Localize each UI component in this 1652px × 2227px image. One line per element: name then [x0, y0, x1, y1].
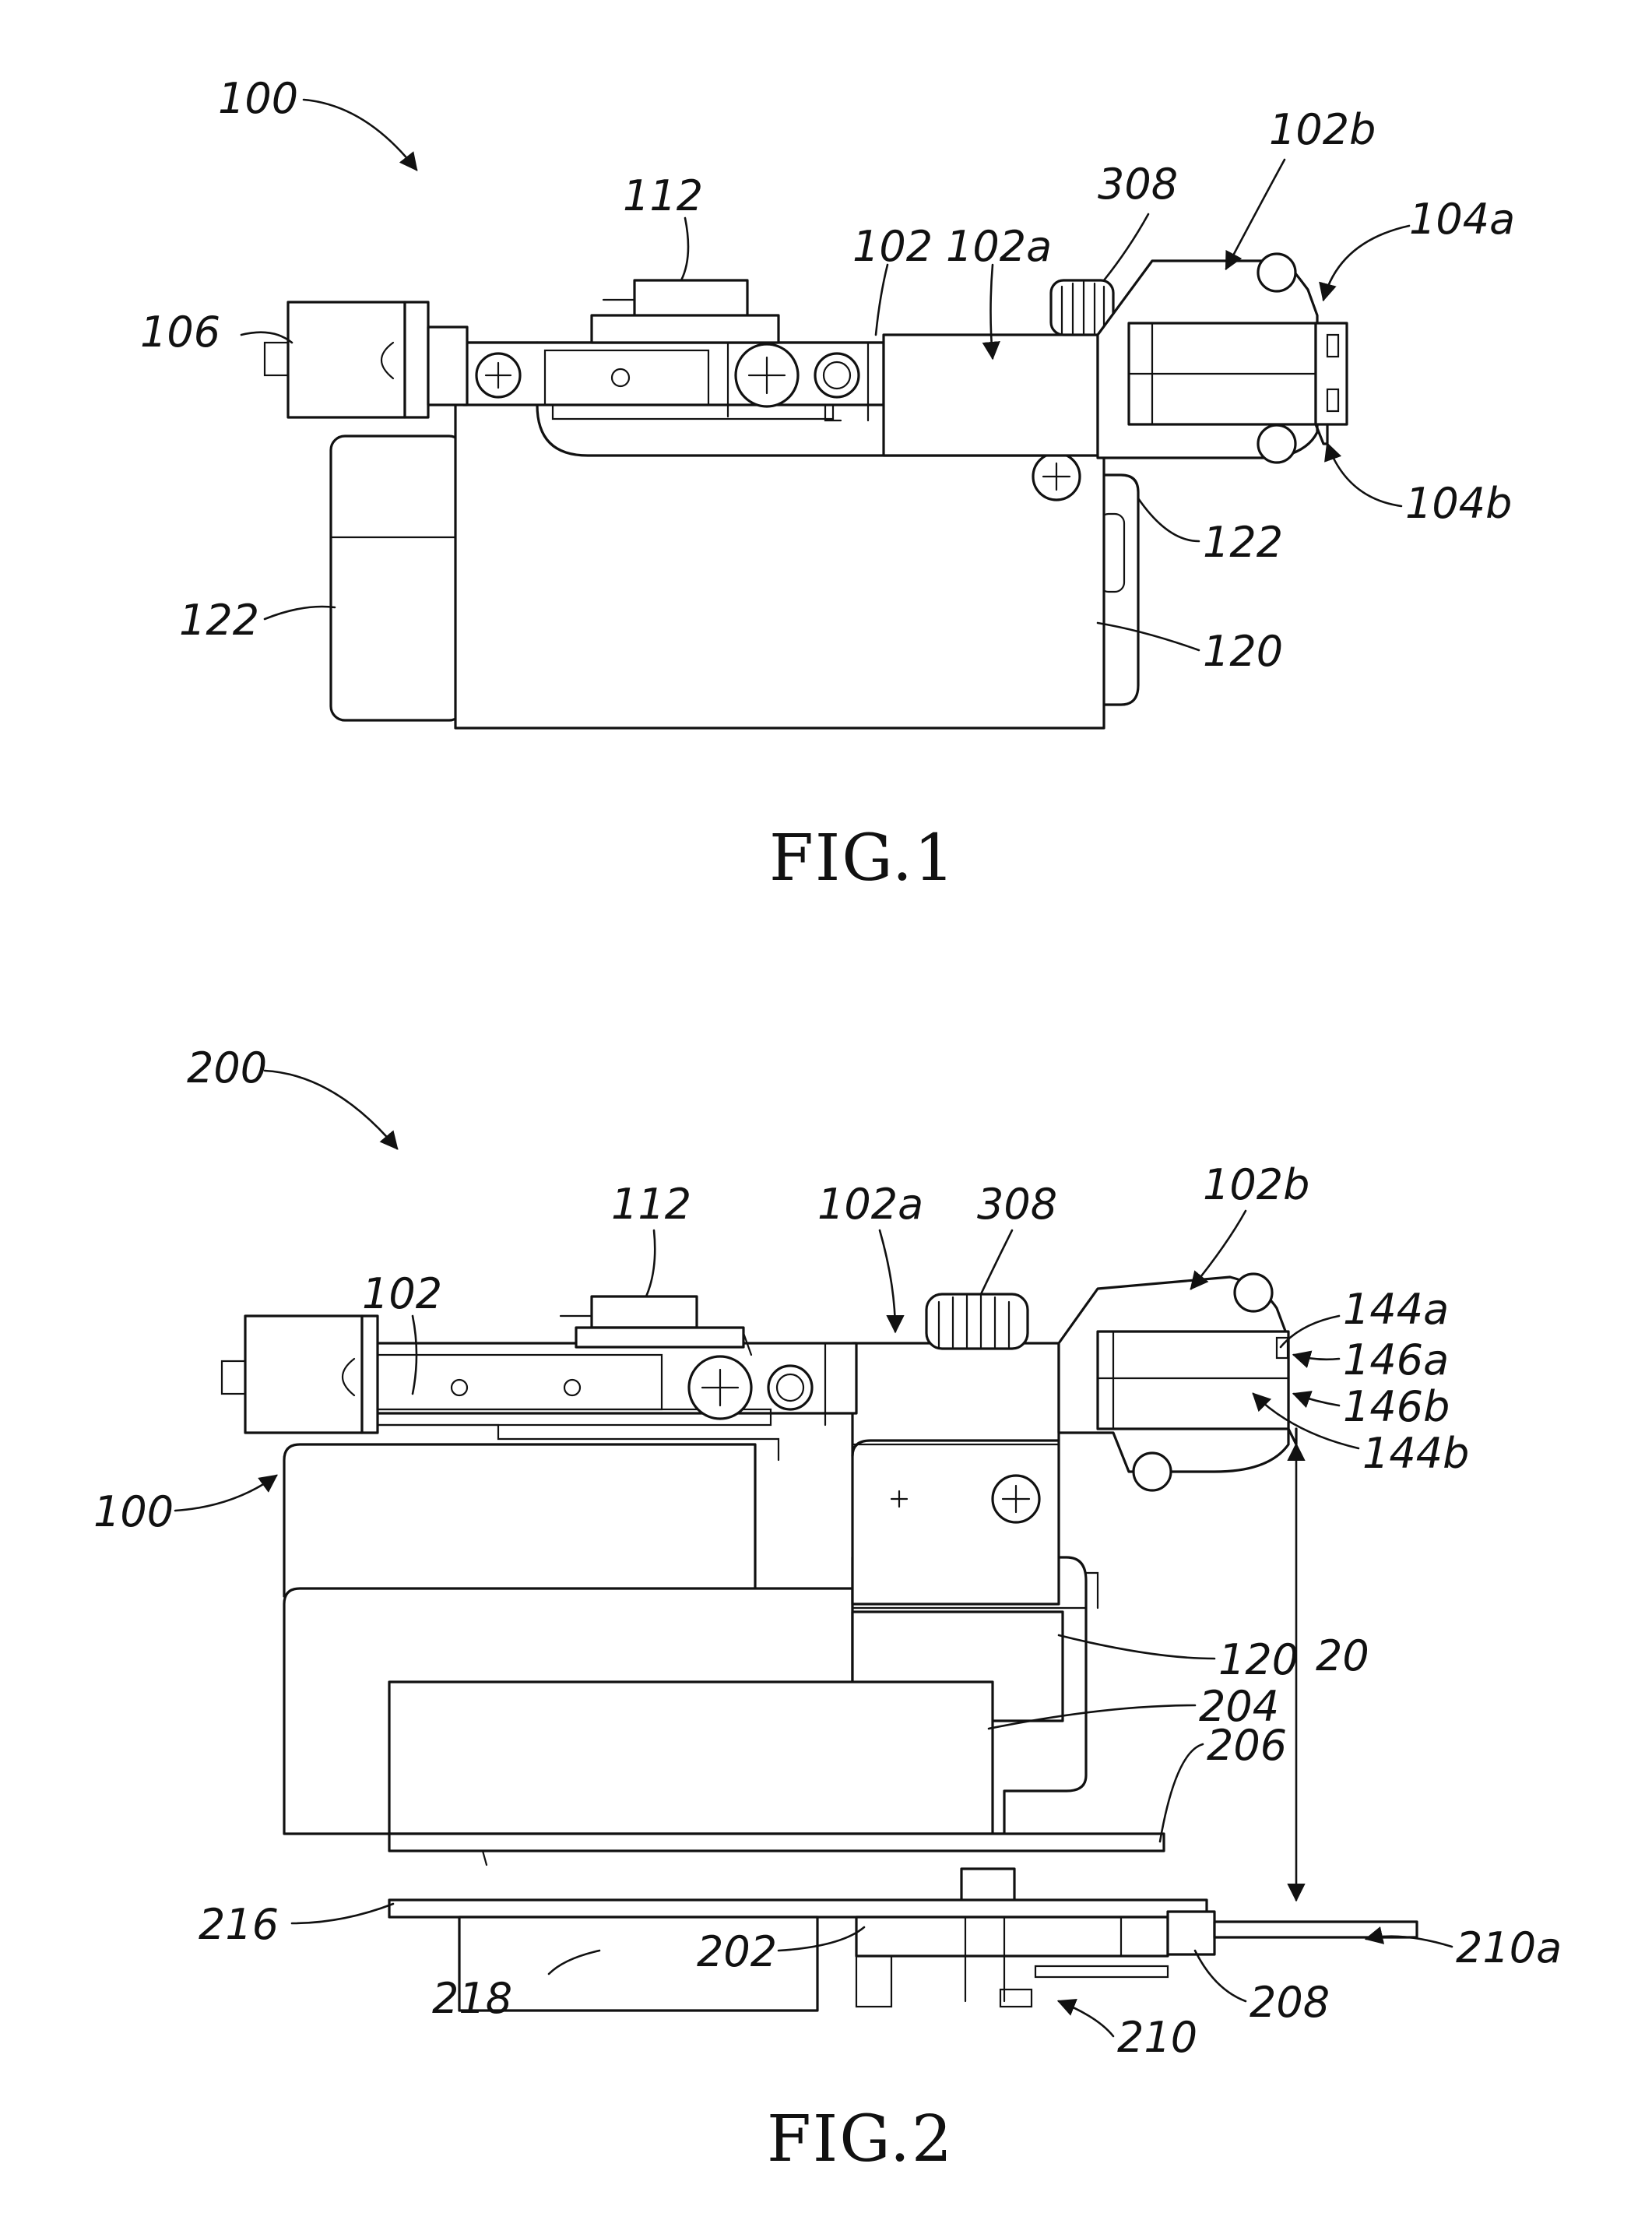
- fig2-screw-large: [993, 1476, 1039, 1522]
- fig1-label-112: 112: [623, 171, 703, 220]
- fig2-label-100: 100: [93, 1487, 174, 1536]
- fig2-connector-208: [1168, 1912, 1214, 1954]
- fig2-knob: [926, 1294, 1028, 1349]
- fig1-end-cap: [265, 302, 467, 417]
- fig1-label-106: 106: [140, 308, 220, 357]
- fig2-label-102a: 102a: [817, 1180, 923, 1229]
- fig2-label-216: 216: [199, 1900, 279, 1949]
- fig2-label-206: 206: [1207, 1721, 1287, 1770]
- fig2-label-144b: 144b: [1362, 1429, 1469, 1478]
- fig2-plate-206: [389, 1834, 1164, 1851]
- fig1-label-102b: 102b: [1269, 105, 1376, 154]
- fig1-label-120: 120: [1203, 627, 1283, 676]
- fig1-top-module: [592, 280, 779, 343]
- fig1-label-122-left: 122: [179, 596, 259, 645]
- fig2-label-102b: 102b: [1203, 1160, 1309, 1209]
- fig2-label-218: 218: [432, 1974, 512, 2023]
- fig1-label-122-right: 122: [1203, 518, 1283, 567]
- fig2-label-210: 210: [1117, 2013, 1197, 2062]
- fig2-block-102a: [852, 1343, 1059, 1604]
- fig2-label-208: 208: [1250, 1978, 1330, 2027]
- fig2-label-144a: 144a: [1343, 1285, 1449, 1334]
- fig1-screw-left: [476, 354, 520, 397]
- fig1-screw-center: [736, 344, 798, 406]
- fig1-screw-right: [1033, 453, 1080, 500]
- fig2-base-204: [389, 1682, 993, 1834]
- fig2-rear-housing-upper: [284, 1444, 755, 1596]
- fig1-label-102a: 102a: [946, 222, 1052, 271]
- fig2-label-120: 120: [1218, 1635, 1299, 1684]
- fig2-carriage: [366, 1343, 856, 1460]
- fig2-label-20: 20: [1316, 1631, 1369, 1680]
- fig2-label-202: 202: [697, 1927, 777, 1976]
- fig2-label-210a: 210a: [1456, 1923, 1562, 1972]
- fig1-label-102: 102: [852, 222, 933, 271]
- fig1-label-100: 100: [218, 74, 298, 123]
- fig1-label-104a: 104a: [1409, 195, 1515, 244]
- fig2-end-cap: [222, 1316, 378, 1433]
- fig2-label-200: 200: [187, 1043, 267, 1092]
- fig2-label-102: 102: [362, 1269, 442, 1318]
- fig2-top-module: [561, 1296, 751, 1355]
- fig2-label-146b: 146b: [1343, 1382, 1450, 1431]
- figure-1: 100 112 102 102a 308 102b 104a 106 104b …: [140, 74, 1515, 895]
- fig2-nozzle-assembly: [1059, 1274, 1296, 1490]
- fig1-caption: FIG.1: [769, 821, 956, 895]
- fig1-block-102a: [884, 335, 1098, 456]
- fig1-label-104b: 104b: [1405, 479, 1512, 528]
- fig1-pin: [815, 354, 859, 397]
- fig2-label-112: 112: [611, 1180, 691, 1229]
- fig2-label-146a: 146a: [1343, 1335, 1449, 1384]
- fig1-label-308: 308: [1098, 160, 1178, 209]
- fig2-label-308: 308: [977, 1180, 1057, 1229]
- fig2-flex-cable: [1214, 1922, 1417, 1937]
- fig2-pcb-216: [389, 1900, 1207, 1917]
- fig1-rear-housing: [331, 436, 463, 720]
- fig1-nozzle-assembly: [1098, 254, 1347, 463]
- figure-2: 200 112 102a 308 102b 102 144a 146a 146b…: [93, 1043, 1562, 2176]
- fig2-caption: FIG.2: [767, 2102, 954, 2176]
